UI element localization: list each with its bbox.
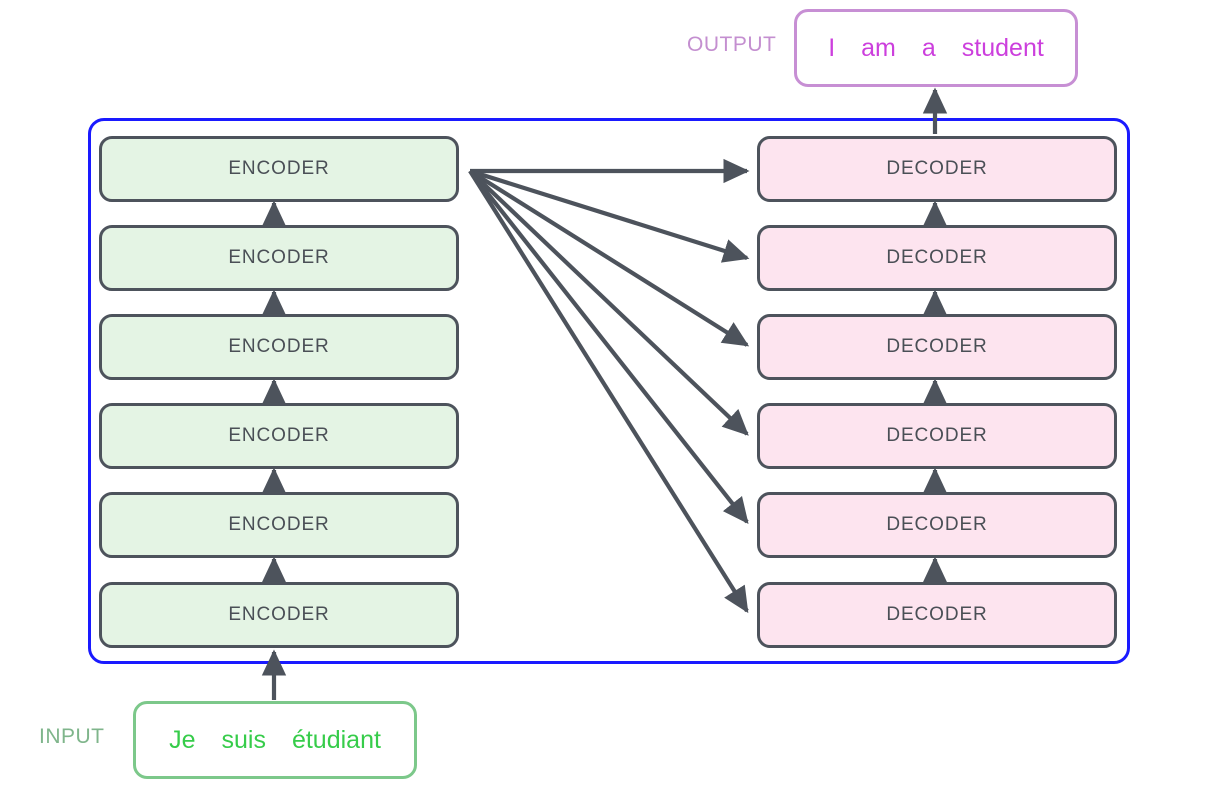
encoder-block-4[interactable]: ENCODER — [99, 403, 459, 469]
decoder-block-1[interactable]: DECODER — [757, 136, 1117, 202]
input-token-row: Je suis étudiant — [169, 726, 381, 755]
input-token: étudiant — [291, 725, 381, 754]
decoder-block-4[interactable]: DECODER — [757, 403, 1117, 469]
input-label: INPUT — [39, 725, 105, 748]
input-token-box: Je suis étudiant — [133, 701, 417, 779]
decoder-block-label: DECODER — [886, 604, 988, 625]
output-token: student — [961, 33, 1044, 62]
decoder-block-label: DECODER — [886, 158, 988, 179]
encoder-block-label: ENCODER — [228, 247, 330, 268]
decoder-block-2[interactable]: DECODER — [757, 225, 1117, 291]
output-token: I — [828, 33, 836, 62]
decoder-block-3[interactable]: DECODER — [757, 314, 1117, 380]
encoder-block-label: ENCODER — [228, 604, 330, 625]
decoder-block-label: DECODER — [886, 336, 988, 357]
decoder-block-label: DECODER — [886, 514, 988, 535]
encoder-block-1[interactable]: ENCODER — [99, 136, 459, 202]
encoder-block-2[interactable]: ENCODER — [99, 225, 459, 291]
encoder-block-5[interactable]: ENCODER — [99, 492, 459, 558]
encoder-block-label: ENCODER — [228, 425, 330, 446]
input-token: Je — [169, 725, 196, 754]
encoder-block-label: ENCODER — [228, 514, 330, 535]
input-token: suis — [221, 725, 266, 754]
encoder-block-label: ENCODER — [228, 158, 330, 179]
output-label: OUTPUT — [687, 33, 777, 56]
decoder-block-6[interactable]: DECODER — [757, 582, 1117, 648]
decoder-block-5[interactable]: DECODER — [757, 492, 1117, 558]
encoder-block-6[interactable]: ENCODER — [99, 582, 459, 648]
model-container-border — [88, 118, 1130, 664]
output-token: a — [921, 33, 936, 62]
output-token-row: I am a student — [828, 34, 1044, 63]
output-token-box: I am a student — [794, 9, 1078, 87]
encoder-block-3[interactable]: ENCODER — [99, 314, 459, 380]
decoder-block-label: DECODER — [886, 247, 988, 268]
output-token: am — [861, 33, 896, 62]
decoder-block-label: DECODER — [886, 425, 988, 446]
encoder-block-label: ENCODER — [228, 336, 330, 357]
